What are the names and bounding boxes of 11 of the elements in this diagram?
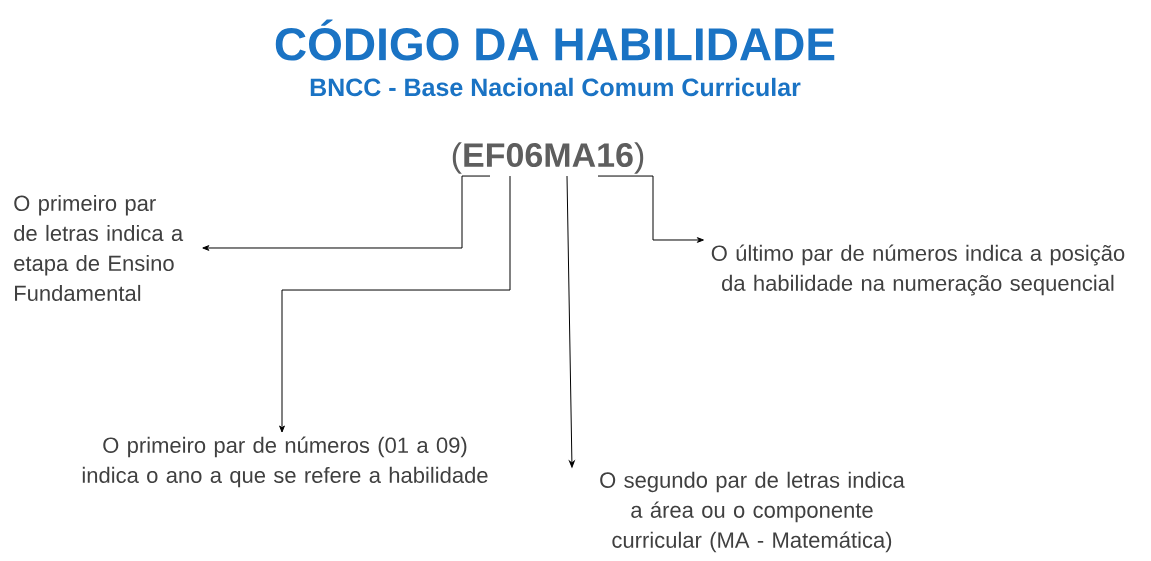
leader-arrow [597, 175, 704, 243]
code-text: (EF06MA16) [452, 142, 644, 174]
explanation-text: O primeiro par de números (01 a 09) indica o ano a que se refere a habilidade [82, 436, 488, 488]
explanation-text: O primeiro par de letras indica a etapa de Ensino Fundamental [14, 194, 184, 302]
leader-arrow [566, 175, 575, 468]
title: CÓDIGO DA HABILIDADE [275, 19, 835, 61]
explanation-text: O segundo par de letras indica a área ou o componente curricular (MA - Matemática) [600, 471, 905, 553]
subtitle: BNCC - Base Nacional Comum Curricular [310, 77, 801, 97]
leader-arrow [202, 175, 491, 251]
explanation-text: O último par de números indica a posição da habilidade na numeração sequencial [711, 244, 1125, 296]
leader-arrow [279, 175, 511, 433]
